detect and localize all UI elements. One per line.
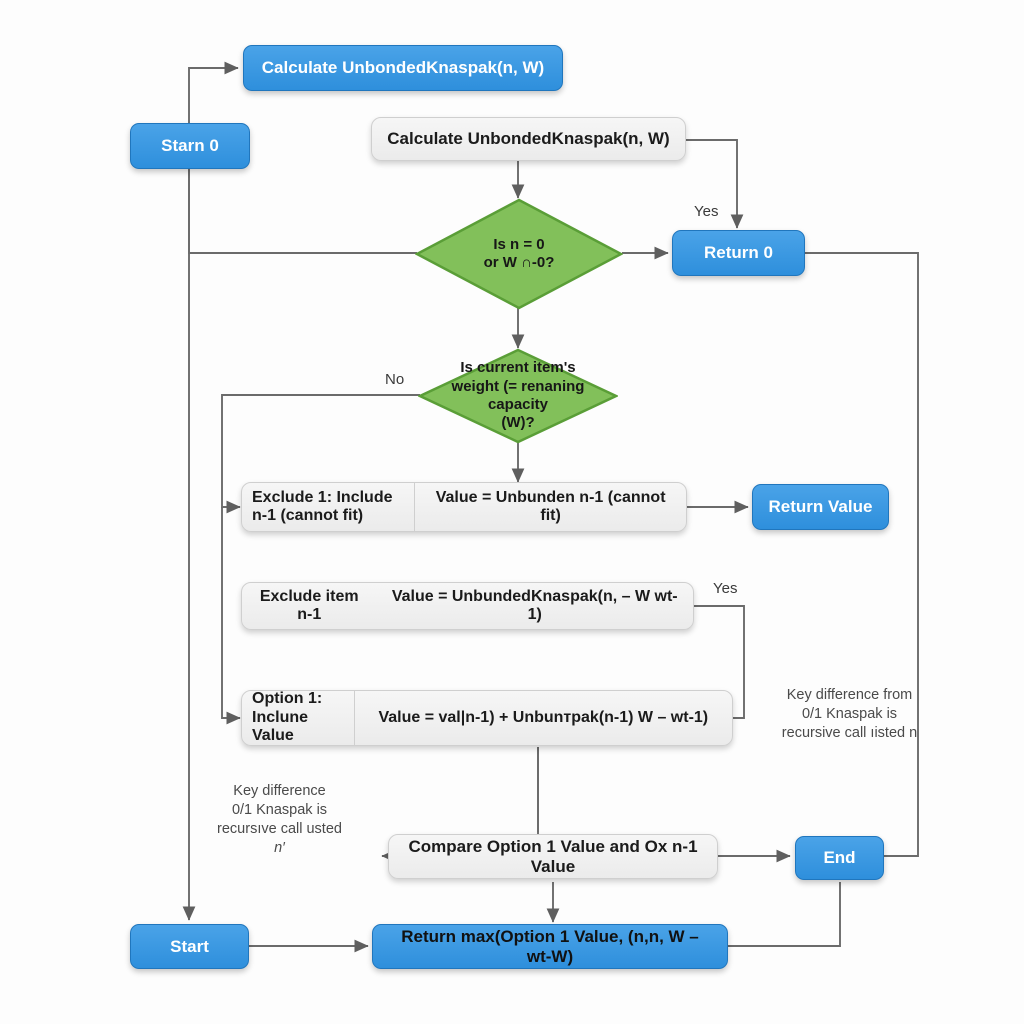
node-starn-0[interactable]: Starn 0 — [130, 123, 250, 169]
diamond-shape-weight-check — [418, 348, 618, 444]
split-row-exclude-item[interactable]: Exclude item n-1 Value = UnbundedKnaspak… — [241, 582, 694, 630]
node-calculate-top[interactable]: Calculate UnbondedKnaspak(n, W) — [243, 45, 563, 91]
note-left-line-1: Key difference — [233, 783, 326, 799]
split-row-3-right: Value = val|n-1) + Unbunтpak(n-1) W – wt… — [378, 708, 709, 726]
decision-weight-check[interactable]: Is current item's weight (= renaning cap… — [418, 348, 618, 444]
note-left-line-2: 0/1 Knaspak is — [231, 801, 328, 818]
note-right-line-3: recursive call ıisted n — [781, 724, 918, 741]
node-return-0-label: Return 0 — [704, 243, 773, 262]
node-compare[interactable]: Compare Option 1 Value and Ox n-1 Value — [388, 834, 718, 879]
split-row-1-left: Exclude 1: Include n-1 (cannot fit) — [242, 483, 416, 531]
node-calculate-grey[interactable]: Calculate UnbondedKnaspak(n, W) — [371, 117, 686, 161]
node-return-max[interactable]: Return max(Option 1 Value, (n,n, W – wt-… — [372, 924, 728, 969]
split-row-1-right: Value = Unbunden n-1 (cannot fit) — [435, 488, 666, 524]
node-compare-label: Compare Option 1 Value and Ox n-1 Value — [408, 836, 698, 876]
node-start[interactable]: Start — [130, 924, 249, 969]
node-return-max-label: Return max(Option 1 Value, (n,n, W – wt-… — [401, 926, 699, 966]
edge-label-no-left: No — [385, 371, 405, 388]
node-calculate-top-label: Calculate UnbondedKnaspak(n, W) — [261, 58, 545, 77]
split-row-2-right: Value = UnbundedKnaspak(n, – W wt-1) — [391, 587, 678, 623]
node-starn-0-label: Starn 0 — [161, 136, 219, 155]
node-calculate-grey-label: Calculate UnbondedKnaspak(n, W) — [387, 129, 670, 148]
node-start-label: Start — [170, 936, 209, 956]
split-row-3-left: Option 1: Inclune Value — [242, 691, 355, 745]
note-left: Key difference 0/1 Knaspak is recursıve … — [192, 782, 367, 857]
node-end-label: End — [823, 848, 856, 867]
node-return-0[interactable]: Return 0 — [672, 230, 805, 276]
node-return-value[interactable]: Return Value — [752, 484, 889, 530]
diamond-shape-base-case — [415, 198, 623, 310]
note-right-line-2: 0/1 Knaspak is — [801, 705, 898, 722]
edge-label-yes-top: Yes — [694, 203, 719, 220]
edge-label-yes-right: Yes — [713, 580, 738, 597]
decision-base-case[interactable]: Is n = 0 or W ∩-0? — [415, 198, 623, 310]
note-right: Key difference from 0/1 Knaspak is recur… — [757, 686, 942, 743]
note-left-line-4: n′ — [274, 839, 285, 856]
node-return-value-label: Return Value — [768, 497, 873, 516]
split-row-option-1[interactable]: Option 1: Inclune Value Value = val|n-1)… — [241, 690, 733, 746]
note-left-line-3: recursıve call usted — [217, 820, 342, 837]
node-end[interactable]: End — [795, 836, 884, 880]
split-row-2-left: Exclude item n-1 — [259, 587, 359, 623]
note-right-line-1: Key difference from — [786, 687, 913, 703]
split-row-exclude-include[interactable]: Exclude 1: Include n-1 (cannot fit) Valu… — [241, 482, 687, 532]
